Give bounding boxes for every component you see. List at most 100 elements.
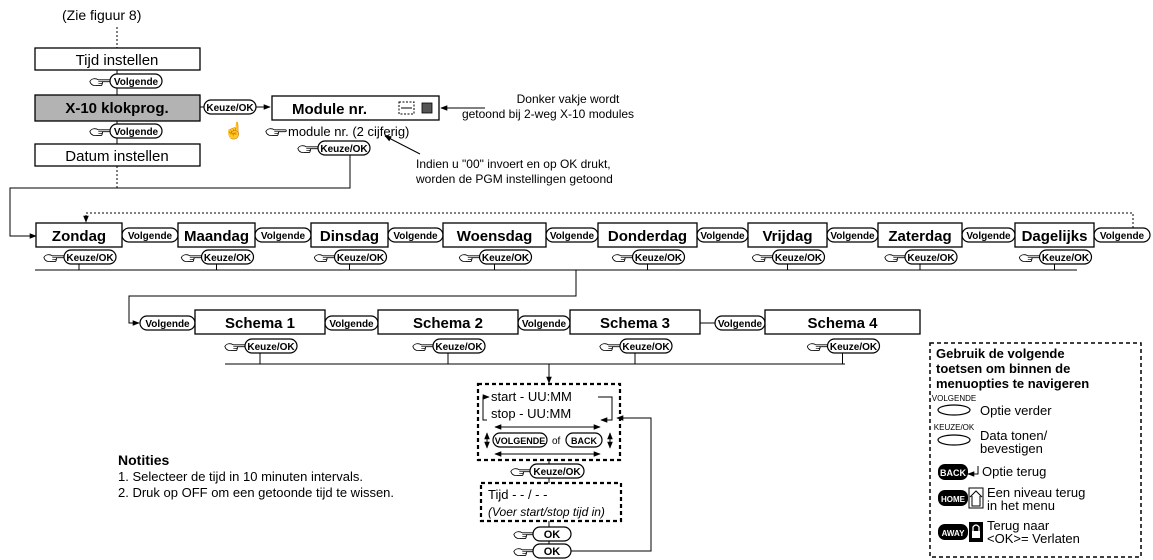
next-key-day-8[interactable]: Volgende (1093, 227, 1151, 243)
svg-text:Volgende: Volgende (329, 319, 374, 330)
day-item-zondag[interactable]: Zondag (35, 222, 123, 248)
select-ok-key-day-5[interactable]: Keuze/OK (611, 249, 686, 265)
svg-text:1. Selecteer de tijd in 10 min: 1. Selecteer de tijd in 10 minuten inter… (118, 469, 363, 484)
svg-text:X-10 klokprog.: X-10 klokprog. (65, 100, 168, 117)
ok-key-1[interactable]: OK (513, 526, 572, 542)
legend-away-key: AWAY Terug naar <OK>= Verlaten (938, 518, 1080, 546)
day-item-maandag[interactable]: Maandag (177, 222, 256, 248)
legend-select-key: KEUZE/OK Data tonen/ bevestigen (934, 423, 1048, 456)
svg-text:KEUZE/OK: KEUZE/OK (934, 423, 975, 432)
svg-text:Keuze/OK: Keuze/OK (337, 253, 385, 264)
select-ok-key-schedule-3[interactable]: Keuze/OK (599, 338, 673, 354)
back-key-icon (938, 464, 968, 480)
return-arrow-icon (967, 466, 979, 477)
next-key-top[interactable]: Volgende (89, 73, 163, 89)
svg-text:OK: OK (544, 529, 561, 541)
svg-text:Keuze/OK: Keuze/OK (907, 253, 955, 264)
select-ok-key-day-7[interactable]: Keuze/OK (884, 249, 958, 265)
svg-text:HOME: HOME (941, 495, 966, 504)
svg-text:Schema 2: Schema 2 (413, 315, 483, 332)
next-key-day-2[interactable]: Volgende (254, 227, 312, 243)
select-ok-key-schedule-1[interactable]: Keuze/OK (224, 338, 298, 354)
select-ok-key-module[interactable]: Keuze/OK (203, 99, 257, 115)
select-ok-key-day-2[interactable]: Keuze/OK (180, 249, 255, 265)
svg-text:2. Druk op OFF om een getoonde: 2. Druk op OFF om een getoonde tijd te w… (118, 485, 394, 500)
select-ok-key-day-1[interactable]: Keuze/OK (43, 249, 117, 265)
svg-text:Maandag: Maandag (184, 228, 249, 245)
svg-text:Volgende: Volgende (700, 231, 745, 242)
menu-item-date-setting[interactable]: Datum instellen (34, 143, 201, 167)
next-key-schedule-1[interactable]: Volgende (139, 315, 196, 331)
select-key-icon (937, 434, 971, 446)
day-item-vrijdag[interactable]: Vrijdag (747, 222, 828, 248)
svg-text:toetsen om binnen de: toetsen om binnen de (936, 361, 1070, 376)
day-item-woensdag[interactable]: Woensdag (442, 222, 547, 248)
svg-text:Indien u "00" invoert en op OK: Indien u "00" invoert en op OK drukt, (416, 157, 611, 171)
svg-text:VOLGENDE: VOLGENDE (932, 394, 976, 403)
day-item-zaterdag[interactable]: Zaterdag (877, 222, 963, 248)
next-key-schedule-2[interactable]: Volgende (324, 315, 379, 331)
svg-text:Keuze/OK: Keuze/OK (533, 467, 581, 478)
day-item-dagelijks[interactable]: Dagelijks (1014, 222, 1095, 248)
next-key-day-5[interactable]: Volgende (696, 227, 749, 243)
svg-text:Donker vakje wordt: Donker vakje wordt (517, 92, 620, 106)
svg-text:Terug naar: Terug naar (987, 518, 1050, 533)
svg-text:Gebruik de volgende: Gebruik de volgende (936, 346, 1065, 361)
day-item-donderdag[interactable]: Donderdag (597, 222, 698, 248)
next-key-day-1[interactable]: Volgende (121, 227, 179, 243)
svg-text:Keuze/OK: Keuze/OK (622, 342, 670, 353)
menu-item-x10-timer[interactable]: X-10 klokprog. (34, 94, 201, 122)
select-ok-key-day-3[interactable]: Keuze/OK (313, 249, 388, 265)
ok-key-2[interactable]: OK (513, 543, 572, 559)
svg-text:Keuze/OK: Keuze/OK (247, 342, 295, 353)
schedule-item-2[interactable]: Schema 2 (377, 309, 519, 335)
schedule-item-1[interactable]: Schema 1 (194, 309, 326, 335)
day-item-dinsdag[interactable]: Dinsdag (310, 222, 389, 248)
select-ok-key-day-6[interactable]: Keuze/OK (751, 249, 826, 265)
back-key-time[interactable]: BACK (565, 432, 603, 448)
svg-text:Keuze/OK: Keuze/OK (206, 103, 254, 114)
notes-section: Notities 1. Selecteer de tijd in 10 minu… (118, 452, 394, 500)
select-ok-key-day-4[interactable]: Keuze/OK (458, 249, 533, 265)
next-key-day-7[interactable]: Volgende (961, 227, 1016, 243)
svg-text:Keuze/OK: Keuze/OK (66, 253, 114, 264)
next-key-day-4[interactable]: Volgende (545, 227, 599, 243)
schedule-item-4[interactable]: Schema 4 (764, 309, 921, 335)
svg-text:Keuze/OK: Keuze/OK (482, 253, 530, 264)
next-key-schedule-3[interactable]: Volgende (517, 315, 571, 331)
schedule-item-3[interactable]: Schema 3 (569, 309, 701, 335)
svg-text:Donderdag: Donderdag (608, 228, 687, 245)
stop-time-field[interactable]: stop - UU:MM (491, 406, 571, 421)
svg-text:Vrijdag: Vrijdag (762, 228, 812, 245)
legend-next-key: VOLGENDE Optie verder (932, 394, 1052, 418)
svg-text:Volgende: Volgende (114, 127, 159, 138)
next-key-day-3[interactable]: Volgende (387, 227, 444, 243)
svg-text:Tijd instellen: Tijd instellen (76, 52, 159, 69)
svg-text:of: of (552, 436, 561, 447)
svg-text:Een niveau terug: Een niveau terug (987, 485, 1085, 500)
select-ok-key-day-8[interactable]: Keuze/OK (1018, 249, 1093, 265)
next-key-day-6[interactable]: Volgende (826, 227, 879, 243)
next-key-time[interactable]: VOLGENDE (492, 432, 548, 448)
menu-item-time-setting[interactable]: Tijd instellen (34, 47, 201, 71)
start-time-field[interactable]: start - UU:MM (491, 389, 572, 404)
next-key-schedule-4[interactable]: Volgende (714, 315, 766, 331)
svg-text:BACK: BACK (571, 436, 597, 446)
next-key-icon (937, 404, 971, 416)
select-ok-key-module-confirm[interactable]: Keuze/OK (297, 140, 371, 156)
module-number-field[interactable]: Module nr. (271, 95, 440, 121)
select-ok-key-schedule-2[interactable]: Keuze/OK (412, 338, 486, 354)
next-key-mid[interactable]: Volgende (89, 123, 163, 139)
svg-text:bevestigen: bevestigen (980, 441, 1043, 456)
svg-text:Volgende: Volgende (261, 231, 306, 242)
see-figure-note: (Zie figuur 8) (62, 7, 141, 23)
svg-text:getoond bij 2-weg X-10 modules: getoond bij 2-weg X-10 modules (462, 107, 634, 121)
svg-text:VOLGENDE: VOLGENDE (495, 436, 546, 446)
away-key-icon (938, 524, 968, 540)
svg-text:Volgende: Volgende (128, 231, 173, 242)
select-ok-key-schedule-4[interactable]: Keuze/OK (806, 338, 881, 354)
svg-text:Volgende: Volgende (1100, 231, 1145, 242)
select-ok-key-time[interactable]: Keuze/OK (510, 463, 585, 479)
svg-text:Datum instellen: Datum instellen (65, 148, 168, 165)
time-entry-panel[interactable]: Tijd - - / - - (Voer start/stop tijd in) (479, 481, 623, 523)
